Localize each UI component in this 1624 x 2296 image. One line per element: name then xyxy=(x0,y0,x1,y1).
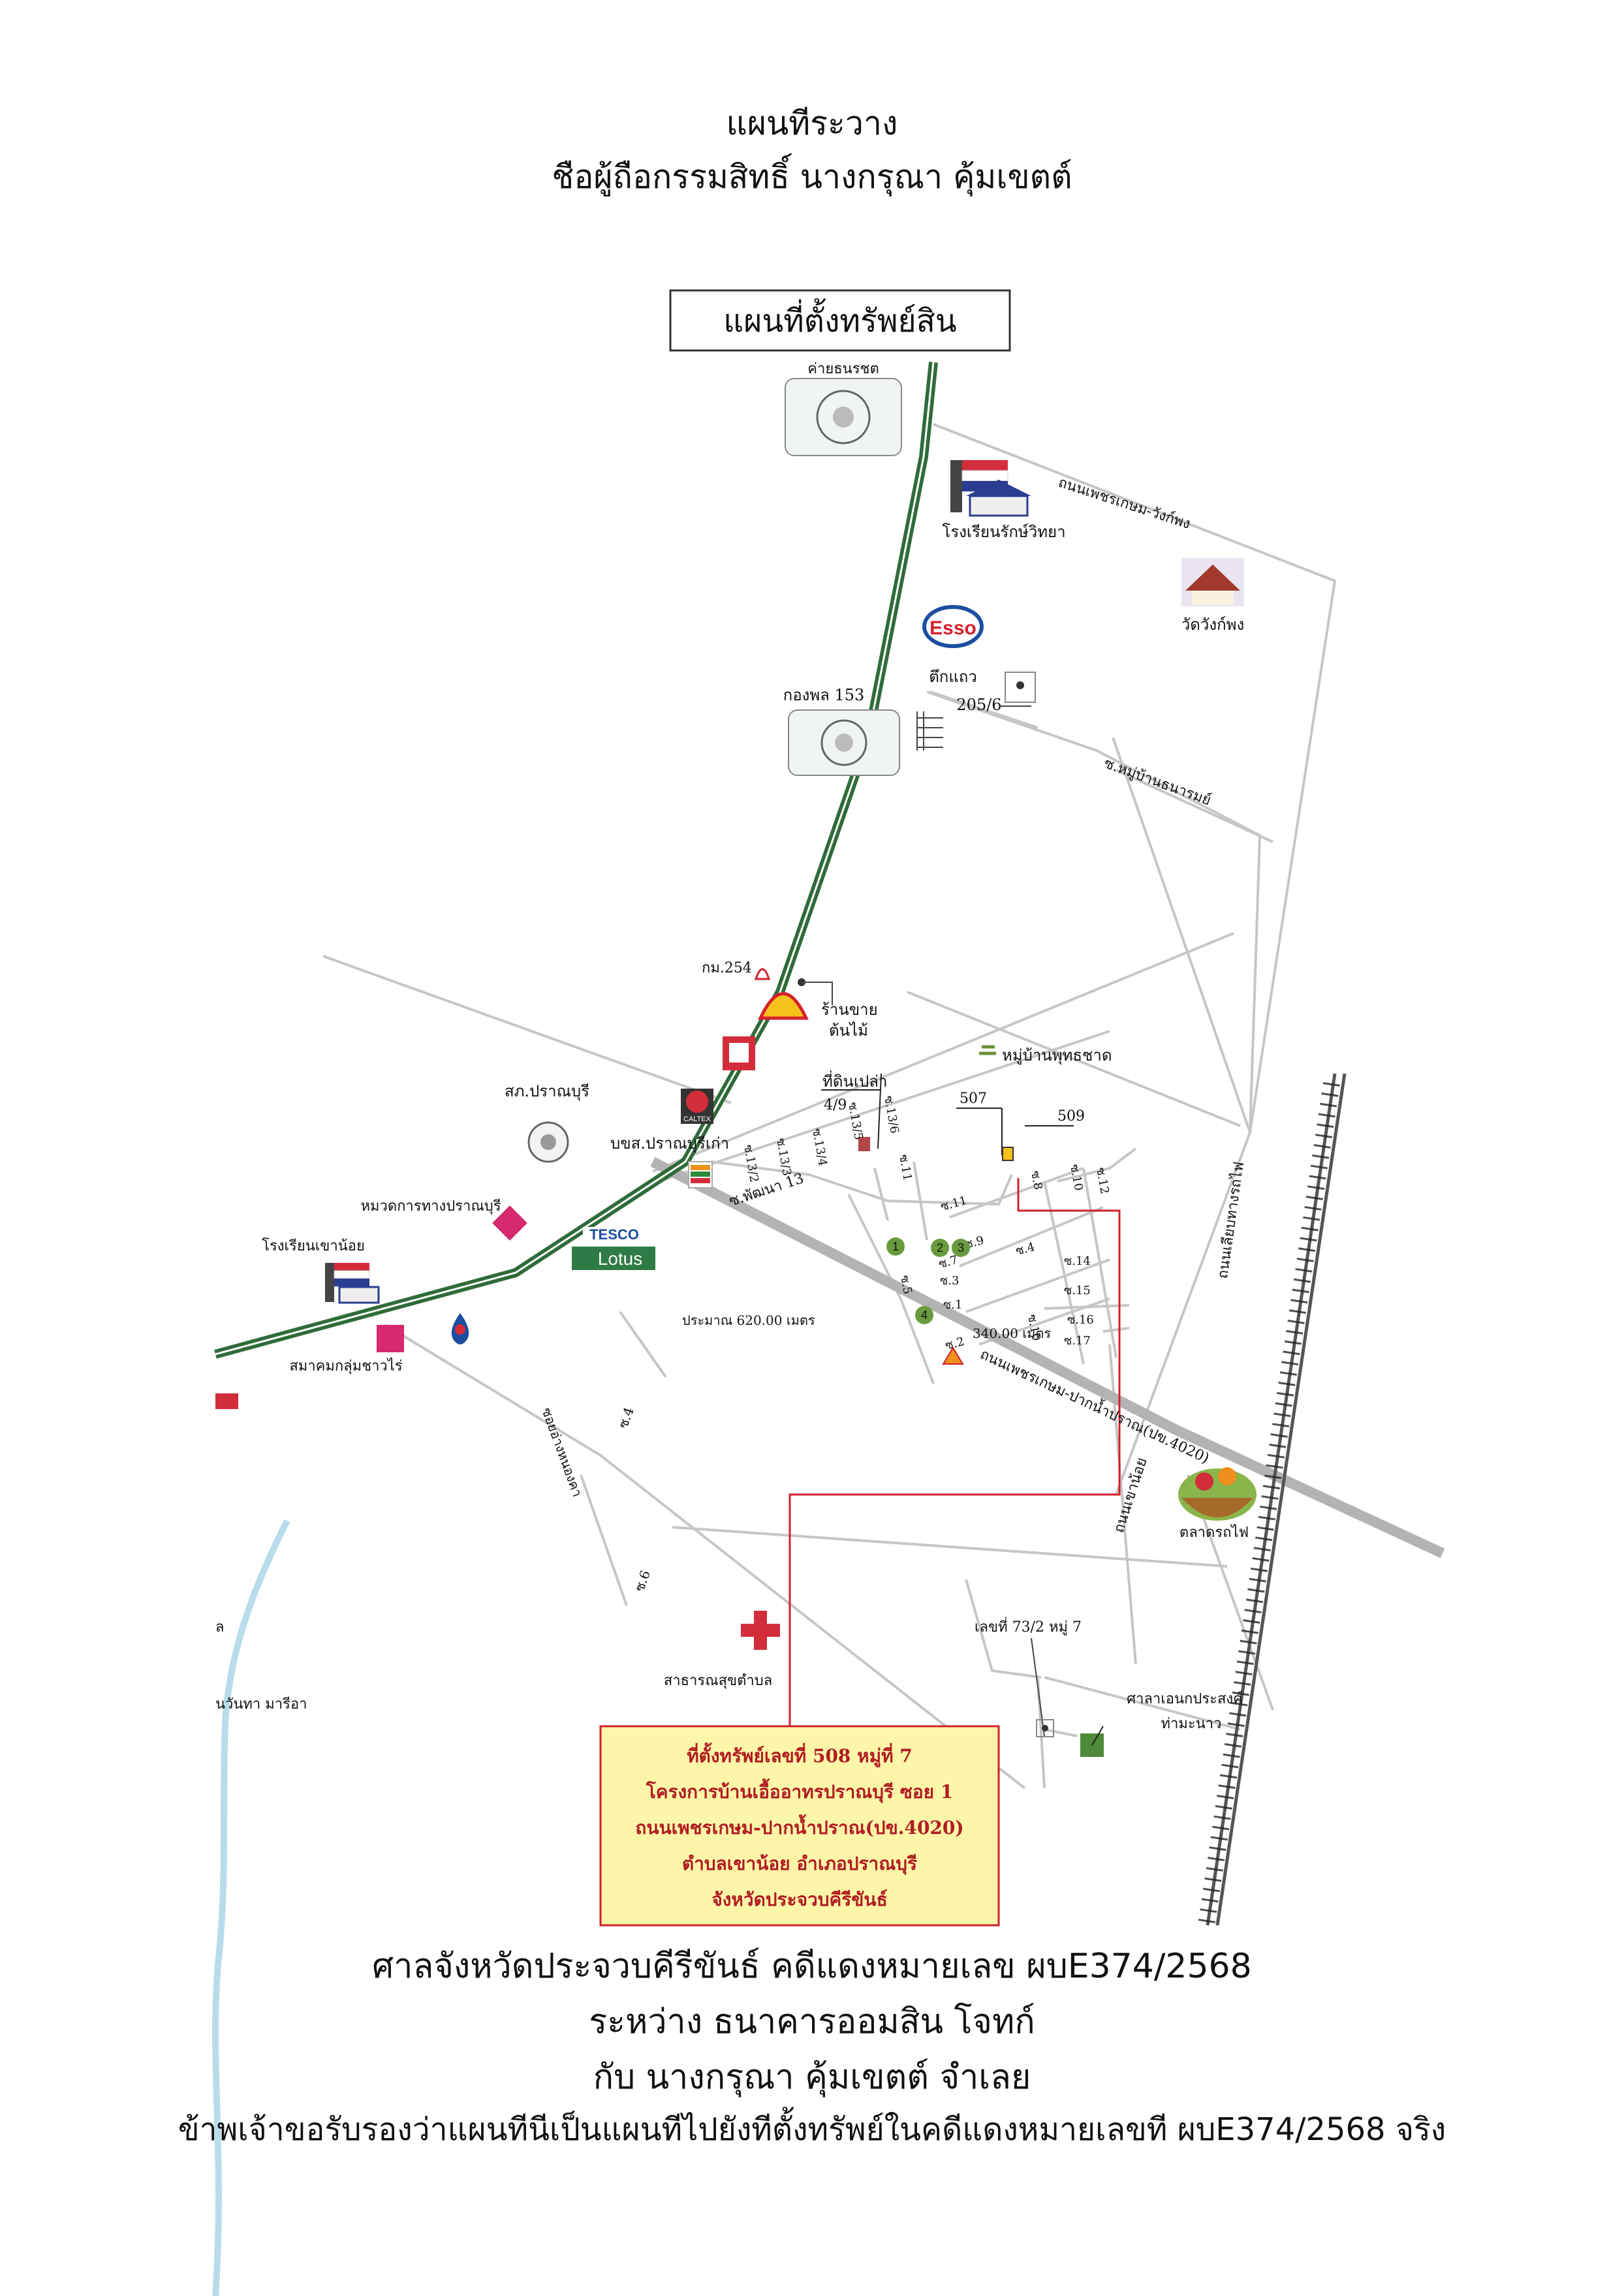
location-callout-box xyxy=(599,1725,1000,1927)
green-markers: 1 2 3 4 xyxy=(886,1237,970,1324)
label-no-509: 509 xyxy=(1057,1108,1085,1125)
label-shophouse: ตึกแถว xyxy=(929,668,977,686)
road-4020 xyxy=(650,1156,1445,1559)
label-temple: วัดวังก์พง xyxy=(1181,615,1244,634)
warning-triangle-icon xyxy=(942,1346,964,1365)
label-pavilion: ศาลาเอนกประสงค์ xyxy=(1127,1691,1243,1707)
header-line-1: แผนทีระวาง xyxy=(726,104,898,142)
label-road-top: ถนนเพชรเกษม-วังก์พง xyxy=(1056,474,1193,533)
road-network xyxy=(322,423,1337,1790)
callout-line-2: โครงการบ้านเอื้ออาทรปราณบุรี ซอย 1 xyxy=(646,1778,954,1803)
header-line-2: ชือผู้ถือกรรมสิทธิ์ นางกรุณา คุ้มเขตต์ xyxy=(552,158,1072,196)
bell-icon xyxy=(754,968,771,980)
label-soi-4: ซ.4 xyxy=(615,1405,637,1431)
temple-icon xyxy=(1181,558,1244,606)
market-basket-icon xyxy=(1178,1467,1257,1521)
label-house-732: เลขที่ 73/2 หมู่ 7 xyxy=(975,1617,1082,1636)
label-no-49: 4/9 xyxy=(824,1097,847,1113)
label-health-center: สาธารณสุขตำบล xyxy=(664,1673,772,1689)
svg-text:4: 4 xyxy=(921,1309,928,1322)
callout-line-5: จังหวัดประจวบคีรีขันธ์ xyxy=(711,1889,887,1910)
camp-emblem-icon xyxy=(785,378,902,456)
label-soi-135: ซ.13/5 xyxy=(845,1101,866,1141)
label-village-buddha: หมู่บ้านพุทธชาด xyxy=(1002,1046,1112,1065)
callout-line-1: ที่ตั้งทรัพย์เลขที่ 508 หมู่ที่ 7 xyxy=(687,1742,913,1767)
red-cross-icon xyxy=(741,1611,780,1650)
river xyxy=(212,1519,290,2296)
svg-text:2: 2 xyxy=(937,1241,943,1254)
house-732-marker xyxy=(1036,1719,1054,1737)
label-soi-phatthana: ซ.พัฒนา 13 xyxy=(727,1170,806,1209)
label-road-main: ถนนเพชรเกษม-ปากน้ำปราณ(ปข.4020) xyxy=(977,1344,1212,1467)
label-pavilion-2: ท่ามะนาว xyxy=(1161,1716,1222,1732)
red-building-icon xyxy=(723,1036,755,1070)
svg-text:Lotus: Lotus xyxy=(598,1249,643,1269)
svg-text:3: 3 xyxy=(958,1241,964,1254)
label-edge-wan: นวันทา มารีอา xyxy=(215,1696,307,1713)
svg-text:1: 1 xyxy=(892,1240,899,1253)
label-police: สภ.ปราณบุรี xyxy=(505,1082,589,1101)
association-icon xyxy=(377,1325,404,1352)
label-km-marker: กม.254 xyxy=(702,960,752,976)
label-school-rak: โรงเรียนรักษ์วิทยา xyxy=(942,523,1065,541)
label-village-road: ซ.หมู่บ้านธนารมย์ xyxy=(1102,755,1213,809)
police-emblem-icon xyxy=(527,1121,569,1163)
railway-track xyxy=(1198,1073,1347,1927)
label-soi-17: ซ.17 xyxy=(1064,1334,1091,1348)
label-house-2056: 205/6 xyxy=(956,696,1001,714)
label-market: ตลาดรถไฟ xyxy=(1179,1524,1249,1541)
shell-icon xyxy=(758,992,809,1020)
label-soi-16: ซ.16 xyxy=(1067,1313,1094,1327)
shophouse-block xyxy=(916,672,1036,751)
label-soi-1: ซ.1 xyxy=(943,1298,962,1312)
label-edge-l: ล xyxy=(215,1619,224,1636)
label-empty-land: ที่ดินเปล่า xyxy=(822,1070,887,1091)
map-title: แผนที่ตั้งทรัพย์สิน xyxy=(723,298,956,339)
callout-line-4: ตำบลเขาน้อย อำเภอปราณบุรี xyxy=(682,1853,917,1875)
label-no-507: 507 xyxy=(960,1091,987,1107)
label-camp-top: ค่ายธนรชต xyxy=(807,361,879,377)
footer-line-3: กับ นางกรุณา คุ้มเขตต์ จำเลย xyxy=(593,2058,1031,2097)
callout-line-3: ถนนเพชรเกษม-ปากน้ำปราณ(ปข.4020) xyxy=(635,1814,963,1838)
label-association: สมาคมกลุ่มชาวไร่ xyxy=(289,1357,403,1374)
label-soi-6: ซ.6 xyxy=(631,1568,653,1594)
label-distance-620: ประมาณ 620.00 เมตร xyxy=(682,1312,815,1328)
label-soi-15: ซ.15 xyxy=(1064,1284,1091,1297)
svg-text:Esso: Esso xyxy=(929,617,976,639)
property-marker xyxy=(1002,1147,1014,1161)
edge-icon xyxy=(215,1393,238,1409)
label-soi-12: ซ.12 xyxy=(1093,1166,1112,1195)
label-highway-unit: หมวดการทางปราณบุรี xyxy=(360,1198,501,1215)
route-line xyxy=(789,1178,1121,1726)
label-soi-11: ซ.11 xyxy=(896,1153,914,1182)
label-soi-nongkham: ซอยอ่างหนองคา xyxy=(539,1406,586,1499)
label-bank-old: บขส.ปราณบุรีเก่า xyxy=(610,1134,729,1153)
label-shop-2: ต้นไม้ xyxy=(829,1021,868,1040)
label-distance-340: 340.00 เมตร xyxy=(973,1326,1051,1341)
label-soi-134: ซ.13/4 xyxy=(809,1127,830,1167)
label-soi-8: ซ.8 xyxy=(1028,1170,1045,1191)
label-soi-3: ซ.3 xyxy=(940,1274,959,1288)
svg-text:CALTEX: CALTEX xyxy=(683,1115,711,1123)
label-soi-5: ซ.5 xyxy=(898,1274,914,1295)
label-soi-14: ซ.14 xyxy=(1064,1254,1091,1268)
tesco-lotus-icon: TESCO Lotus xyxy=(572,1226,655,1270)
seven-eleven-icon xyxy=(688,1161,713,1188)
label-shop: ร้านขาย xyxy=(821,1001,878,1019)
svg-text:TESCO: TESCO xyxy=(589,1226,639,1243)
school-icon xyxy=(950,460,1031,517)
label-regiment: กองพล 153 xyxy=(783,686,865,704)
footer-line-2: ระหว่าง ธนาคารออมสิน โจทก์ xyxy=(589,2002,1035,2041)
esso-icon: Esso xyxy=(922,605,984,648)
village-icon xyxy=(979,1045,996,1055)
caltex-icon: CALTEX xyxy=(681,1089,713,1124)
footer-line-4: ข้าพเจ้าขอรับรองว่าแผนทีนีเป็นแผนทีไปยัง… xyxy=(178,2111,1446,2148)
regiment-emblem-icon xyxy=(788,709,900,776)
label-road-rail: ถนนเลียบทางรถไฟ xyxy=(1214,1160,1247,1280)
footer-line-1: ศาลจังหวัดประจวบคีรีขันธ์ คดีแดงหมายเลข … xyxy=(372,1947,1252,1986)
school-kn-icon xyxy=(325,1263,380,1304)
label-school-kn: โรงเรียนเขาน้อย xyxy=(262,1237,365,1254)
